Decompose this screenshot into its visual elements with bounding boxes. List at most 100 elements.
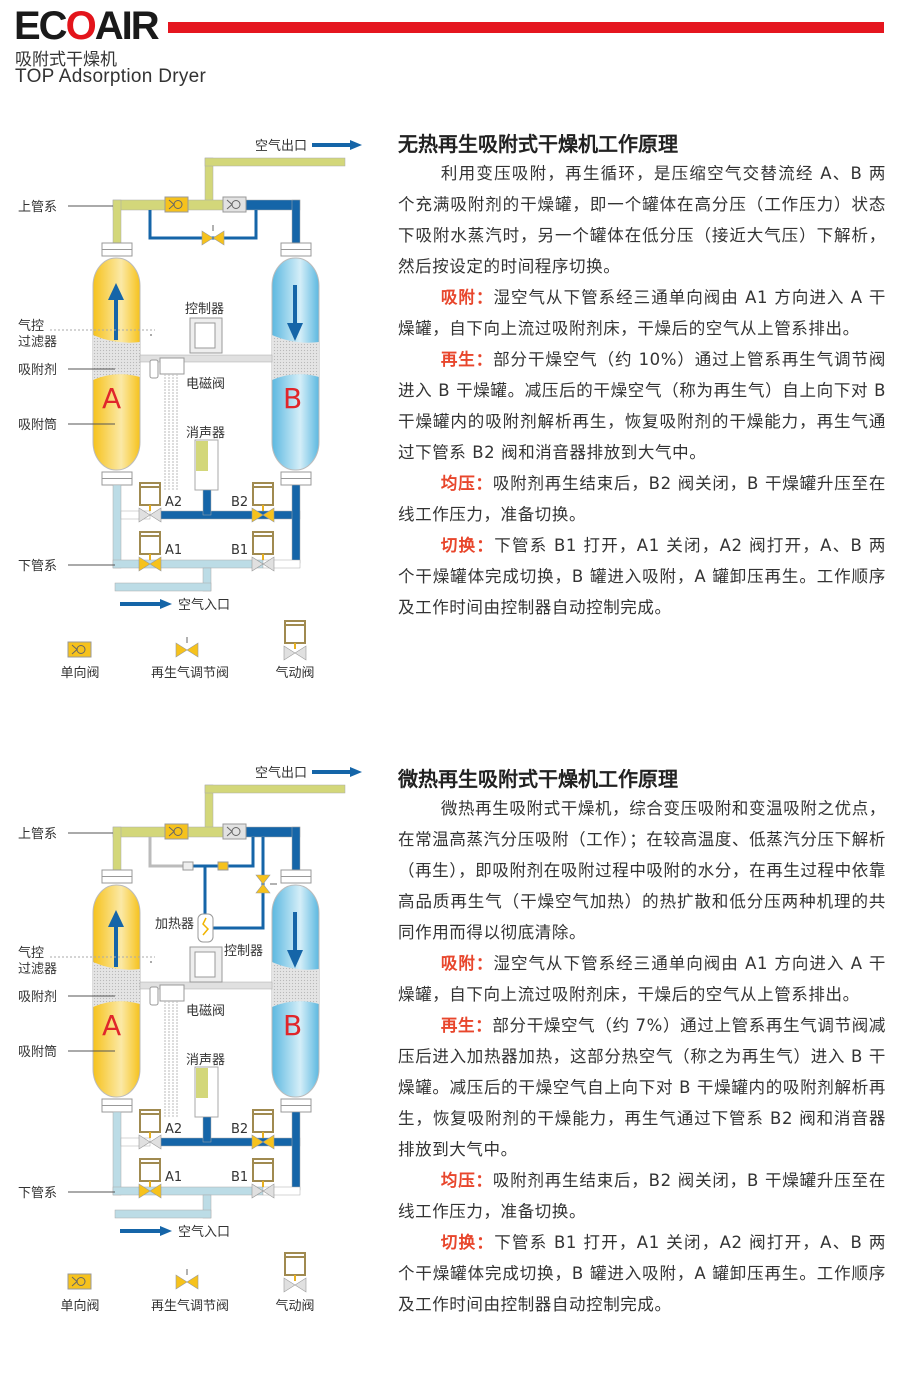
upper-pipe-to-b — [291, 826, 301, 873]
section-title: 无热再生吸附式干燥机工作原理 — [398, 132, 678, 156]
step-pressurize: 均压：吸附剂再生结束后，B2 阀关闭，B 干燥罐升压至在线工作压力，准备切换。 — [398, 468, 886, 530]
check-valve-b-icon — [222, 196, 247, 213]
upper-pipe-label: 上管系 — [18, 200, 57, 215]
step-switch: 切换：下管系 B1 打开，A1 关闭，A2 阀打开，A、B 两个干燥罐体完成切换… — [398, 530, 886, 623]
step-adsorption: 吸附：湿空气从下管系经三通单向阀由 A1 方向进入 A 干燥罐，自下向上流过吸附… — [398, 282, 886, 344]
step-label: 均压： — [440, 474, 493, 493]
legend-pneumatic-valve-label: 气动阀 — [275, 665, 314, 681]
air-outlet-arrow-icon-head — [350, 140, 362, 150]
step-switch: 切换：下管系 B1 打开，A1 关闭，A2 阀打开，A、B 两个干燥罐体完成切换… — [398, 1227, 886, 1320]
muffler-label: 消声器 — [186, 426, 225, 441]
muffler-pipe — [202, 489, 212, 516]
step-label: 切换： — [440, 1233, 495, 1252]
tank-a-letter: A — [102, 382, 121, 415]
logo-text: ECOAIR — [14, 4, 160, 48]
regen-exhaust-pipe — [159, 510, 301, 520]
check-valve-a-icon — [164, 823, 189, 840]
lower-pipe-b — [291, 484, 301, 564]
legend-pneumatic-valve-label: 气动阀 — [275, 1298, 314, 1314]
filter-label-1: 气控 — [18, 945, 44, 961]
tank-a-flow-up-arrow-head — [108, 283, 124, 300]
heatless-principle-section: 无热再生吸附式干燥机工作原理 利用变压吸附，再生循环，是压缩空气交替流经 A、B… — [398, 130, 886, 623]
check-valve-a-icon-seat — [168, 826, 175, 837]
muffler-fill — [196, 1068, 208, 1098]
legend-check-valve-icon — [67, 641, 92, 658]
tank-b-adsorbent-bed — [272, 962, 319, 1007]
regen-exhaust-pipe — [159, 1137, 301, 1147]
tank-b-flow-down-arrow-head — [287, 323, 303, 341]
valve-a1-label: A1 — [165, 543, 182, 558]
ecoair-logo: ECOAIR — [14, 4, 160, 49]
step-text: 湿空气从下管系经三通单向阀由 A1 方向进入 A 干燥罐，自下向上流过吸附剂床，… — [398, 954, 886, 1004]
muffler-label: 消声器 — [186, 1053, 225, 1068]
solenoid-valve-bank-icon — [159, 357, 185, 375]
step-label: 再生： — [440, 1016, 493, 1035]
step-label: 吸附： — [440, 954, 494, 973]
air-filter-icon — [149, 986, 159, 1006]
air-inlet-arrow-icon-head — [160, 1226, 172, 1236]
subtitle-cn: 吸附式干燥机 — [15, 50, 117, 70]
pipe-coupling — [182, 861, 194, 871]
step-label: 切换： — [440, 536, 495, 555]
step-text: 部分干燥空气（约 7%）通过上管系再生气调节阀减压后进入加热器加热，这部分热空气… — [398, 1016, 886, 1159]
filter-label-2: 过滤器 — [18, 335, 57, 350]
heater-coil-icon — [202, 917, 210, 936]
section-title: 微热再生吸附式干燥机工作原理 — [398, 767, 678, 791]
step-label: 均压： — [440, 1171, 493, 1190]
bypass-pipe-grey — [148, 837, 188, 868]
upper-pipe-to-a — [112, 199, 122, 246]
filter-label-2: 过滤器 — [18, 962, 57, 977]
controller-label: 控制器 — [224, 944, 263, 959]
step-text: 下管系 B1 打开，A1 关闭，A2 阀打开，A、B 两个干燥罐体完成切换，B … — [398, 536, 886, 617]
controller-door — [194, 322, 216, 349]
tank-b-adsorbent-bed — [272, 335, 319, 380]
valve-b1-icon-body — [251, 556, 275, 572]
step-adsorption: 吸附：湿空气从下管系经三通单向阀由 A1 方向进入 A 干燥罐，自下向上流过吸附… — [398, 948, 886, 1010]
upper-pipe-label: 上管系 — [18, 827, 57, 842]
valve-a1-label: A1 — [165, 1170, 182, 1185]
valve-a2-label: A2 — [165, 495, 182, 510]
legend-pneumatic-valve-icon-body — [283, 645, 307, 661]
upper-pipe-to-a — [112, 826, 122, 873]
air-inlet-arrow-icon-head — [160, 599, 172, 609]
check-valve-b-icon-seat — [226, 199, 233, 210]
heatless-dryer-diagram: 空气出口 空气入口 上管系 气控 过滤器 吸附剂 吸附筒 下管系 控制器 电磁阀… — [18, 138, 362, 681]
tank-b-letter: B — [283, 1009, 302, 1042]
tank-a-flow-up-arrow-head — [108, 910, 124, 927]
heater-icon — [197, 913, 214, 943]
orifice-icon — [217, 861, 229, 871]
header-red-bar — [168, 22, 884, 33]
regen-pipe-to-heater — [188, 837, 255, 868]
upper-pipe-regen — [239, 199, 301, 211]
valve-a2-icon-body — [138, 1134, 162, 1150]
step-pressurize: 均压：吸附剂再生结束后，B2 阀关闭，B 干燥罐升压至在线工作压力，准备切换。 — [398, 1165, 886, 1227]
filter-label-1: 气控 — [18, 318, 44, 334]
air-outlet-arrow-icon-head — [350, 767, 362, 777]
legend-check-valve-icon-seat — [71, 1276, 78, 1287]
legend-regulating-valve-label: 再生气调节阀 — [151, 665, 229, 681]
regen-regulating-valve-icon — [201, 230, 225, 246]
upper-pipe-to-b — [291, 199, 301, 246]
valve-b1-label: B1 — [231, 543, 248, 558]
step-text: 下管系 B1 打开，A1 关闭，A2 阀打开，A、B 两个干燥罐体完成切换，B … — [398, 1233, 886, 1314]
valve-a2-label: A2 — [165, 1122, 182, 1137]
muffler-fill — [196, 441, 208, 471]
valve-b1-label: B1 — [231, 1170, 248, 1185]
step-label: 再生： — [440, 350, 494, 369]
air-outlet-label: 空气出口 — [255, 765, 307, 781]
valve-b2-label: B2 — [231, 1122, 248, 1137]
check-valve-a-icon — [164, 196, 189, 213]
valve-b1-icon-body — [251, 1183, 275, 1199]
valve-b2-icon-body — [251, 507, 275, 523]
step-text: 部分干燥空气（约 10%）通过上管系再生气调节阀进入 B 干燥罐。减压后的干燥空… — [398, 350, 886, 462]
heated-dryer-diagram: 空气出口 空气入口 上管系 气控 过滤器 吸附剂 吸附筒 下管系 加热器 控制器… — [18, 765, 362, 1314]
air-filter-icon — [149, 359, 159, 379]
inlet-pipe-horizontal — [114, 582, 212, 592]
air-inlet-label: 空气入口 — [178, 1224, 230, 1240]
lower-pipe-a — [112, 1111, 122, 1196]
valve-a1-icon-body — [138, 556, 162, 572]
muffler-pipe — [202, 1116, 212, 1143]
air-inlet-label: 空气入口 — [178, 597, 230, 613]
heater-outlet-pipe — [212, 837, 265, 930]
adsorber-label: 吸附筒 — [18, 417, 57, 433]
